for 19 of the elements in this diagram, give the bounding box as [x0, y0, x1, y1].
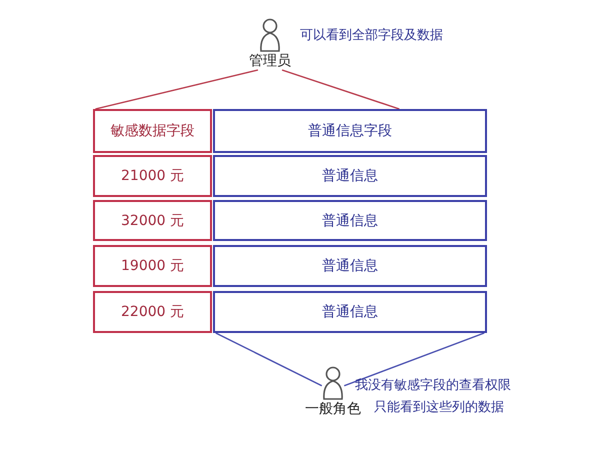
table-cell: 19000 元: [93, 245, 212, 287]
note-text: 只能看到这些列的数据: [374, 399, 504, 416]
note-text: 我没有敏感字段的查看权限: [355, 377, 511, 394]
table-cell: 普通信息: [213, 291, 487, 333]
connector-line: [95, 69, 258, 110]
connector-line: [344, 332, 484, 386]
note-text: 可以看到全部字段及数据: [300, 27, 443, 44]
table-cell: 32000 元: [93, 200, 212, 241]
connector-line: [282, 69, 400, 110]
table-cell: 21000 元: [93, 155, 212, 197]
table-cell: 普通信息: [213, 200, 487, 241]
header-cell: 普通信息字段: [213, 109, 487, 153]
table-cell: 22000 元: [93, 291, 212, 333]
role-label: 管理员: [248, 52, 292, 70]
connector-line: [215, 332, 322, 386]
role-label: 一般角色: [304, 400, 362, 418]
header-cell: 敏感数据字段: [93, 109, 212, 153]
table-cell: 普通信息: [213, 155, 487, 197]
table-cell: 普通信息: [213, 245, 487, 287]
